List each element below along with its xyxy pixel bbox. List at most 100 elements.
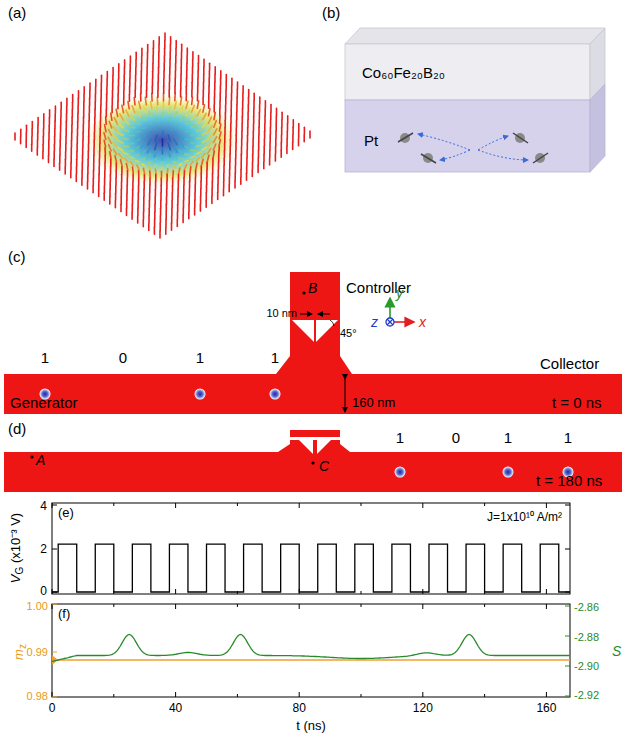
spin-arrow	[126, 208, 128, 215]
spin-arrow	[252, 147, 254, 154]
spin-arrow	[137, 111, 141, 116]
spin-arrow	[148, 139, 151, 145]
spin-arrow	[253, 131, 255, 138]
spin-arrow	[71, 148, 73, 155]
spin-arrow	[95, 79, 97, 86]
spin-arrow	[179, 164, 182, 166]
spin-arrow	[146, 75, 148, 82]
spin-arrow	[224, 151, 226, 158]
spin-arrow	[159, 223, 161, 230]
spin-arrow	[180, 90, 182, 97]
spin-arrow	[93, 155, 95, 162]
spin-arrow	[270, 128, 272, 135]
tick	[422, 589, 423, 594]
spin-arrow	[240, 170, 242, 177]
spin-arrow	[94, 125, 96, 132]
spin-arrow	[218, 155, 220, 162]
spin-arrow	[264, 109, 266, 116]
spin-arrow	[137, 216, 139, 223]
spin-arrow	[195, 178, 197, 185]
spin-arrow	[191, 115, 196, 120]
spin-arrow	[88, 152, 90, 159]
spin-arrow	[37, 118, 39, 125]
spin-arrow	[226, 75, 228, 82]
spin-arrow	[113, 142, 117, 147]
spin-arrow	[149, 201, 151, 208]
axis-name: z	[371, 315, 378, 329]
panel-label: (a)	[8, 5, 26, 20]
spin-arrow	[104, 140, 105, 147]
spin-arrow	[164, 56, 166, 63]
spin-arrow	[230, 132, 232, 139]
spin-arrow	[165, 227, 167, 234]
spin-arrow	[160, 201, 162, 208]
spin-arrow	[108, 130, 111, 136]
spin-arrow	[281, 127, 283, 134]
spin-arrow	[175, 102, 177, 109]
spin-arrow	[246, 173, 248, 180]
spin-arrow	[100, 98, 102, 105]
tick	[361, 503, 362, 506]
spin-arrow	[115, 170, 117, 177]
spin-arrow	[191, 143, 197, 144]
bit-value: 0	[452, 430, 460, 445]
spin-arrow	[158, 37, 160, 44]
spin-arrow	[143, 168, 144, 173]
spin-arrow	[106, 110, 108, 117]
spin-arrow	[141, 71, 143, 78]
spin-arrow	[104, 186, 106, 193]
spin-arrow	[189, 181, 191, 188]
spin-arrow	[203, 75, 205, 82]
spin-arrow	[247, 120, 249, 127]
spin-arrow	[183, 185, 185, 192]
tick	[52, 652, 57, 653]
spin-arrow	[248, 97, 250, 104]
spin-arrow	[191, 82, 193, 89]
spin-arrow	[60, 125, 62, 132]
spin-arrow	[123, 146, 129, 147]
spin-arrow	[259, 97, 261, 104]
spin-arrow	[147, 52, 149, 59]
racetrack-d	[4, 430, 622, 492]
spin-arrow	[131, 212, 133, 219]
spin-arrow	[42, 144, 44, 151]
spin-arrow	[134, 154, 139, 155]
spin-arrow	[141, 158, 145, 160]
spin-arrow	[158, 67, 160, 74]
spin-arrow	[212, 181, 214, 188]
spin-arrow	[168, 135, 170, 141]
spin-arrow	[88, 121, 90, 128]
spin-arrow	[236, 113, 238, 120]
mz-trace	[52, 659, 570, 661]
tick	[565, 636, 570, 637]
spin-arrow	[298, 139, 300, 146]
spin-arrow	[205, 200, 207, 207]
spin-arrow	[115, 186, 117, 193]
spin-arrow	[189, 167, 191, 173]
spin-arrow	[164, 48, 166, 55]
spin-arrow	[126, 110, 129, 116]
spin-arrow	[100, 91, 102, 98]
spin-arrow	[264, 116, 266, 123]
spin-arrow	[174, 147, 178, 153]
spin-arrow	[183, 178, 185, 185]
spin-arrow	[100, 113, 102, 120]
tick	[175, 589, 176, 594]
spin-arrow	[253, 116, 255, 123]
spin-arrow	[197, 79, 199, 86]
spin-arrow	[103, 193, 105, 200]
spin-arrow	[109, 145, 112, 151]
spin-arrow	[269, 143, 271, 150]
spin-arrow	[98, 174, 100, 181]
spin-arrow	[225, 90, 227, 97]
spin-arrow	[149, 193, 151, 200]
spin-arrow	[183, 200, 185, 207]
spin-arrow	[163, 93, 165, 101]
tick	[175, 604, 176, 609]
spin-arrow	[219, 140, 220, 147]
spin-arrow	[37, 141, 39, 148]
spin-arrow	[167, 169, 169, 173]
spin-arrow	[164, 41, 166, 48]
spin-arrow	[99, 159, 101, 166]
